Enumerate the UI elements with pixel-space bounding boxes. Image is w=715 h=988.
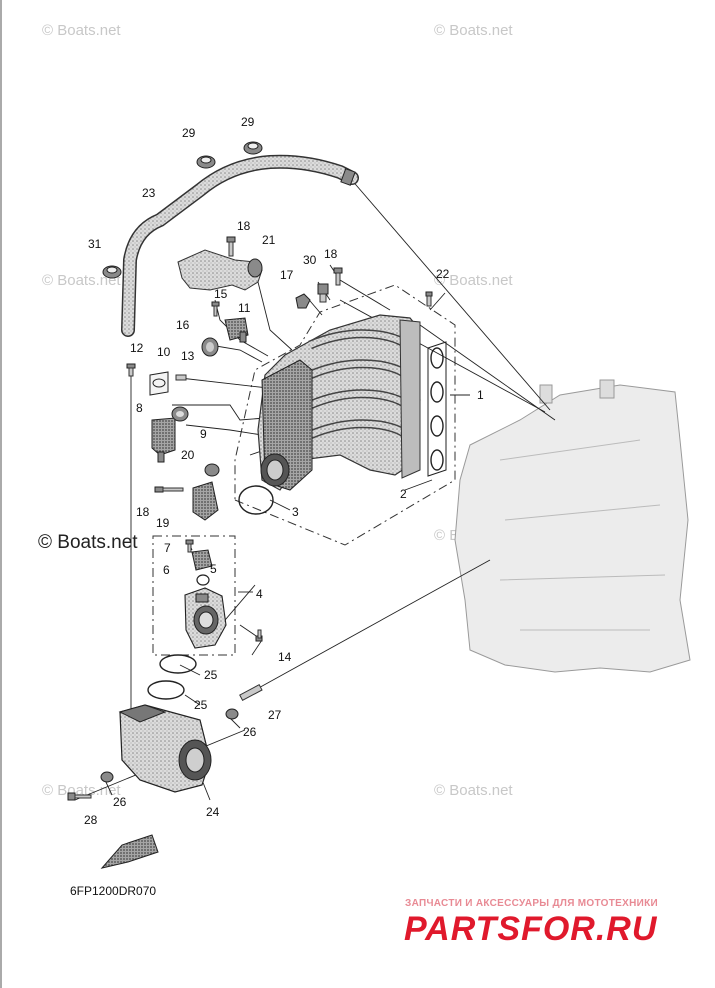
- bolt: [333, 267, 343, 286]
- intake-manifold-group-outline: [234, 284, 456, 546]
- hose-clip: [196, 155, 216, 169]
- intake-manifold: [257, 314, 421, 491]
- callout-label: 20: [181, 448, 195, 462]
- callout-label: 7: [164, 541, 171, 555]
- watermark: © Boats.net: [434, 272, 513, 289]
- screw: [185, 539, 194, 553]
- nut: [295, 293, 311, 309]
- callout-label: 10: [157, 345, 171, 359]
- gasket: [159, 654, 197, 674]
- temperature-sensor: [224, 317, 249, 343]
- watermark: © Boats.net: [434, 22, 513, 39]
- throttle-gasket: [238, 485, 274, 515]
- o-ring: [196, 574, 210, 586]
- bolt: [239, 684, 263, 702]
- bracket: [177, 249, 263, 291]
- throttle-body-group-outline: [152, 535, 236, 656]
- callout-label: 19: [156, 516, 170, 530]
- watermark: © Boats.net: [42, 782, 121, 799]
- bolt: [226, 236, 236, 257]
- callout-label: 18: [136, 505, 150, 519]
- grommet: [100, 771, 114, 783]
- callout-label: 14: [278, 650, 292, 664]
- drawing-code: 6FP1200DR070: [70, 884, 156, 898]
- pressure-sensor: [151, 417, 176, 463]
- grommet: [201, 337, 219, 357]
- bolt: [154, 486, 184, 493]
- throttle-position-sensor: [191, 549, 213, 571]
- callout-label: 18: [237, 219, 251, 233]
- brand-logo: PARTSFOR.RU: [404, 910, 658, 948]
- grommet: [225, 708, 239, 720]
- callout-label: 22: [436, 267, 450, 281]
- engine-block: [454, 379, 691, 673]
- screw: [126, 363, 136, 377]
- o-ring: [171, 406, 189, 422]
- screw: [211, 301, 220, 317]
- gasket: [147, 680, 185, 700]
- callout-label: 28: [84, 813, 98, 827]
- callout-label: 26: [113, 795, 127, 809]
- hose-clip: [243, 141, 263, 155]
- breather-hose: [121, 154, 359, 337]
- watermark: © Boats.net: [434, 782, 513, 799]
- callout-labels: 1 2 3 4 5 6 7 8 9 10 11 12 13 14 15 16 1…: [84, 115, 484, 827]
- callout-label: 24: [206, 805, 220, 819]
- watermark-main: © Boats.net: [38, 532, 138, 553]
- callout-label: 17: [280, 268, 294, 282]
- bolt: [67, 792, 92, 801]
- callout-label: 2: [400, 487, 407, 501]
- callout-label: 1: [477, 388, 484, 402]
- callout-label: 30: [303, 253, 317, 267]
- watermark: © Boats.net: [42, 22, 121, 39]
- callout-label: 9: [200, 427, 207, 441]
- grommet: [204, 463, 220, 477]
- callout-label: 12: [130, 341, 144, 355]
- callout-label: 11: [238, 301, 251, 315]
- callout-label: 23: [142, 186, 156, 200]
- sensor-holder: [149, 371, 169, 396]
- callout-label: 13: [181, 349, 195, 363]
- bolt: [425, 291, 433, 307]
- callout-label: 25: [194, 698, 208, 712]
- callout-label: 25: [204, 668, 218, 682]
- callout-label: 3: [292, 505, 299, 519]
- callout-label: 18: [324, 247, 338, 261]
- intake-silencer: [118, 704, 212, 793]
- callout-label: 8: [136, 401, 143, 415]
- watermark-group: © Boats.net © Boats.net © Boats.net © Bo…: [38, 22, 513, 799]
- bolt: [255, 629, 263, 642]
- brand-tagline: ЗАПЧАСТИ И АКСЕССУАРЫ ДЛЯ МОТОТЕХНИКИ: [405, 898, 658, 909]
- forward-arrow-icon: [100, 834, 159, 869]
- callout-label: 31: [88, 237, 102, 251]
- callout-label: 29: [182, 126, 196, 140]
- callout-label: 27: [268, 708, 282, 722]
- callout-label: 6: [163, 563, 170, 577]
- callout-label: 26: [243, 725, 257, 739]
- hose-clip: [102, 265, 122, 279]
- throttle-body: [184, 587, 227, 649]
- sensor: [317, 283, 329, 303]
- pin: [175, 374, 187, 381]
- watermark: © Boats.net: [42, 272, 121, 289]
- callout-label: 15: [214, 287, 228, 301]
- callout-label: 29: [241, 115, 255, 129]
- callout-label: 4: [256, 587, 263, 601]
- callout-label: 16: [176, 318, 190, 332]
- callout-label: 21: [262, 233, 276, 247]
- sensor-bracket: [192, 481, 219, 521]
- manifold-gasket: [427, 341, 447, 477]
- callout-label: 5: [210, 562, 217, 576]
